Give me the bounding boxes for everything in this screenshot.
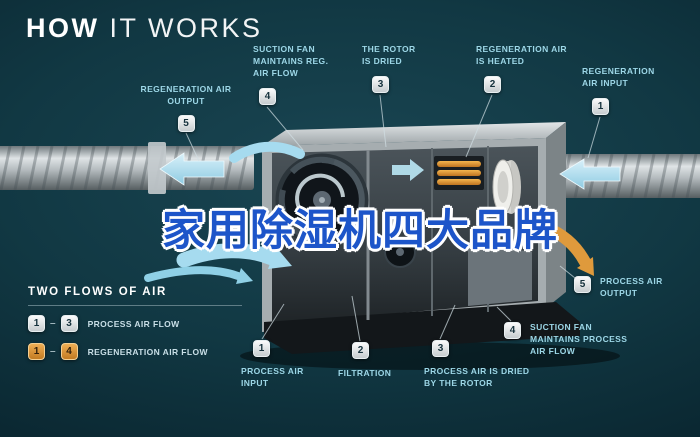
legend-badge-regen-end: 4: [60, 343, 78, 360]
callout-filtration: 2 FILTRATION: [338, 342, 408, 380]
callout-regeneration-air-output: REGENERATION AIR OUTPUT 5: [138, 84, 234, 132]
regeneration-output-flow: [229, 141, 305, 163]
callout-suction-fan-process: 4 SUCTION FAN MAINTAINS PROCESS AIR FLOW: [504, 322, 636, 358]
process-input-arrow-shaft: [176, 243, 280, 268]
process-input-arrow-head: [268, 247, 292, 269]
step-badge-regen-3: 3: [372, 75, 389, 93]
callout-label: FILTRATION: [338, 368, 392, 378]
legend-label-regeneration: REGENERATION AIR FLOW: [87, 346, 208, 357]
range-dash: –: [50, 318, 56, 329]
legend: TWO FLOWS OF AIR 1 – 3 PROCESS AIR FLOW …: [28, 286, 242, 371]
callout-label: REGENERATION AIR OUTPUT: [140, 84, 232, 106]
callout-label: SUCTION FAN MAINTAINS PROCESS AIR FLOW: [530, 322, 628, 356]
step-badge-regen-4: 4: [259, 87, 276, 105]
step-badge-regen-5: 5: [177, 114, 195, 132]
legend-row-process: 1 – 3 PROCESS AIR FLOW: [28, 315, 242, 332]
legend-badge-process-end: 3: [60, 315, 78, 332]
inner-duct: [468, 242, 532, 306]
callout-process-air-input: 1 PROCESS AIR INPUT: [241, 340, 315, 390]
callout-label: REGENERATION AIR INPUT: [582, 66, 655, 88]
process-output-arrow-head: [577, 257, 594, 276]
machine-body: [262, 122, 580, 354]
step-badge-process-2: 2: [352, 342, 369, 359]
suction-fan: [275, 153, 369, 247]
callout-label: SUCTION FAN MAINTAINS REG. AIR FLOW: [253, 44, 329, 78]
secondary-fan: [384, 236, 416, 268]
callout-label: PROCESS AIR OUTPUT: [600, 276, 663, 298]
legend-badge-process-start: 1: [28, 315, 45, 332]
step-badge-process-5: 5: [574, 276, 591, 293]
callout-rotor-is-dried: THE ROTOR IS DRIED 3: [362, 44, 426, 93]
callout-regeneration-air-heated: REGENERATION AIR IS HEATED 2: [476, 44, 576, 93]
process-input-arrow2-head: [236, 268, 253, 284]
callout-regeneration-air-input: REGENERATION AIR INPUT 1: [582, 66, 672, 115]
step-badge-process-4: 4: [504, 322, 521, 339]
heater-element: [434, 156, 484, 190]
process-output-arrow-shaft: [541, 222, 591, 268]
left-air-duct: [0, 142, 254, 194]
callout-label: PROCESS AIR INPUT: [241, 366, 304, 388]
step-badge-regen-1: 1: [592, 97, 609, 115]
legend-badge-regen-start: 1: [28, 343, 45, 360]
step-badge-process-1: 1: [253, 340, 270, 357]
range-dash: –: [50, 346, 56, 357]
step-badge-process-3: 3: [432, 340, 449, 357]
callout-process-air-output: 5 PROCESS AIR OUTPUT: [574, 276, 674, 300]
callout-label: REGENERATION AIR IS HEATED: [476, 44, 567, 66]
callout-suction-fan-reg: SUCTION FAN MAINTAINS REG. AIR FLOW 4: [253, 44, 337, 105]
title-bold: HOW: [26, 13, 100, 43]
callout-process-air-dried: 3 PROCESS AIR IS DRIED BY THE ROTOR: [424, 340, 542, 390]
step-badge-regen-2: 2: [484, 75, 501, 93]
legend-row-regeneration: 1 – 4 REGENERATION AIR FLOW: [28, 343, 242, 360]
overlay-watermark-text: 家用除湿机四大品牌: [162, 206, 558, 256]
callout-label: PROCESS AIR IS DRIED BY THE ROTOR: [424, 366, 530, 388]
machine-base: [264, 302, 580, 354]
desiccant-rotor: [492, 159, 521, 215]
legend-heading: TWO FLOWS OF AIR: [28, 286, 167, 298]
title-light: IT WORKS: [109, 13, 263, 43]
regeneration-output-arrow: [159, 152, 225, 186]
legend-divider: [28, 305, 242, 306]
airflow-arrows: [144, 141, 621, 284]
page-title: HOW IT WORKS: [26, 13, 263, 44]
legend-label-process: PROCESS AIR FLOW: [87, 318, 180, 329]
callout-connector-lines: [185, 94, 601, 342]
callout-label: THE ROTOR IS DRIED: [362, 44, 416, 66]
regeneration-input-arrow: [559, 158, 621, 190]
process-input-arrow2-shaft: [144, 266, 242, 282]
heater-flow-arrow: [392, 159, 424, 181]
